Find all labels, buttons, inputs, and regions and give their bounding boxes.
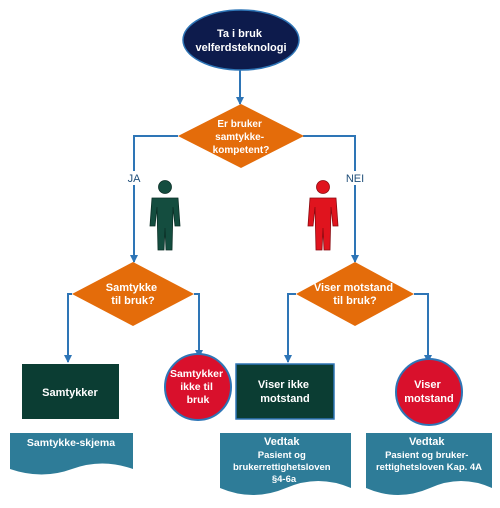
connector-consent-yes: [64, 293, 72, 363]
circle-not-consent-line-3: bruk: [187, 394, 210, 406]
start-node: Ta i bruk velferdsteknologi: [182, 9, 300, 71]
svg-text:Ta i bruk velferdsteknol: Ta i bruk velferdsteknologi: [195, 28, 286, 54]
person-red-icon: [307, 180, 339, 251]
doc-decision-left-title: Vedtak: [264, 436, 300, 448]
branch-no-label: NEI: [346, 173, 364, 185]
doc-decision-left: Vedtak Pasient og brukerrettighetsloven …: [220, 432, 351, 495]
svg-text:Samtykker ikke til: Samtykker ikke til bruk: [170, 368, 226, 406]
svg-text:Viser motstand: Viser motstand: [404, 379, 454, 405]
circle-not-consent-line-2: ikke til: [180, 381, 213, 393]
doc-decision-left-line-2: brukerrettighetsloven: [233, 462, 331, 473]
circle-resist-line-2: motstand: [404, 393, 454, 405]
decision-competent-line-1: Er bruker: [217, 119, 262, 130]
start-line-2: velferdsteknologi: [195, 42, 286, 54]
doc-decision-right-line-1: Pasient og bruker-: [385, 450, 468, 461]
connector-consent-no: [194, 293, 203, 358]
box-consents: Samtykker: [22, 364, 119, 419]
box-no-resist-line-1: Viser ikke: [258, 379, 309, 391]
start-line-1: Ta i bruk: [217, 28, 263, 40]
circle-resist-line-1: Viser: [414, 379, 441, 391]
doc-consent-form: Samtykke-skjema: [10, 433, 133, 475]
decision-competent-line-2: samtykke-: [215, 132, 264, 143]
connector-resist-yes: [414, 293, 432, 363]
connectors: [64, 68, 432, 363]
svg-text:Samtykke til bruk?: Samtykke til bruk?: [106, 282, 160, 307]
decision-consent-line-1: Samtykke: [106, 282, 157, 294]
decision-competent-line-3: kompetent?: [213, 145, 270, 156]
doc-decision-left-line-1: Pasient og: [258, 450, 306, 461]
svg-text:Vedtak Pasient og: Vedtak Pasient og brukerrettighetsloven …: [233, 432, 335, 485]
connector-resist-no: [284, 293, 296, 363]
doc-decision-right-title: Vedtak: [409, 436, 445, 448]
doc-decision-right-line-2: rettighetsloven Kap. 4A: [376, 462, 482, 473]
doc-decision-left-line-3: §4-6a: [272, 474, 297, 485]
svg-text:Vedtak Pasient og bruker: Vedtak Pasient og bruker- rettighetslove…: [376, 432, 482, 473]
branch-yes-label: JA: [128, 173, 142, 185]
box-no-resist: Viser ikke motstand: [235, 363, 335, 420]
box-consents-label: Samtykker: [42, 387, 98, 399]
connector-no: [303, 135, 359, 263]
circle-not-consent-line-1: Samtykker: [170, 368, 223, 380]
connector-yes: [130, 135, 178, 263]
decision-consent-line-2: til bruk?: [111, 295, 155, 307]
svg-text:Viser ikke motstand: Viser ikke motstand: [258, 379, 312, 405]
circle-resist: Viser motstand: [395, 358, 463, 426]
decision-resist-line-1: Viser motstand: [314, 282, 393, 294]
svg-text:Er bruker samtykke-: Er bruker samtykke- kompetent?: [213, 119, 270, 156]
decision-consent: Samtykke til bruk?: [72, 262, 194, 326]
doc-consent-form-label: Samtykke-skjema: [27, 437, 115, 449]
decision-resist: Viser motstand til bruk?: [296, 262, 414, 326]
box-no-resist-line-2: motstand: [260, 393, 310, 405]
person-green-icon: [149, 180, 181, 251]
decision-resist-line-2: til bruk?: [333, 295, 377, 307]
svg-text:Viser motstand til bruk?: Viser motstand til bruk?: [314, 282, 396, 307]
circle-not-consent: Samtykker ikke til bruk: [164, 353, 232, 421]
doc-decision-right: Vedtak Pasient og bruker- rettighetslove…: [366, 432, 492, 495]
decision-competent: Er bruker samtykke- kompetent?: [178, 104, 304, 168]
